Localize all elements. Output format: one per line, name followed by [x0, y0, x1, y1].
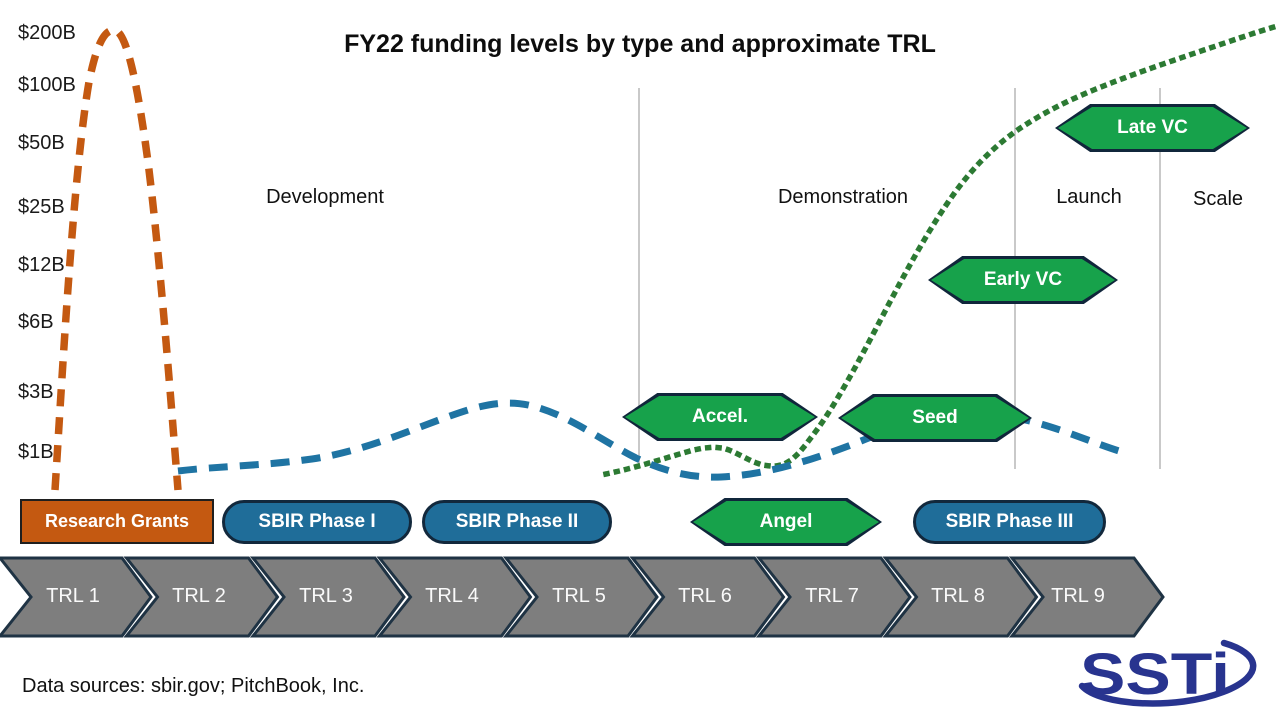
phase-label-development: Development: [266, 186, 384, 208]
phase-label-launch: Launch: [1056, 186, 1122, 208]
chart-title: FY22 funding levels by type and approxim…: [344, 30, 936, 58]
badge-angel: Angel: [690, 498, 882, 546]
trl-arrow-2: [123, 556, 280, 638]
badge-seed-label: Seed: [912, 407, 958, 428]
badge-accel-fill: [625, 396, 815, 438]
y-axis-label-200b: $200B: [18, 22, 76, 44]
phase-label-demonstration: Demonstration: [777, 186, 909, 208]
venture-capital-curve: [602, 22, 1280, 478]
trl-arrow-6: [629, 556, 786, 638]
trl-arrow-4: [376, 556, 533, 638]
research-grants-curve: [51, 26, 182, 491]
badge-seed-fill: [841, 397, 1029, 439]
trl-label-7: TRL 7: [805, 585, 859, 607]
badge-early-vc-label: Early VC: [983, 269, 1063, 290]
badge-angel-label: Angel: [759, 511, 813, 532]
y-axis-label-6b: $6B: [18, 311, 54, 333]
y-axis-label-50b: $50B: [18, 132, 65, 154]
trl-label-6: TRL 6: [678, 585, 732, 607]
badge-sbir-phase-3: SBIR Phase III: [913, 500, 1106, 544]
badge-early-vc: Early VC: [928, 256, 1118, 304]
trl-arrow-7: [755, 556, 912, 638]
trl-label-3: TRL 3: [299, 585, 353, 607]
y-axis-label-12b: $12B: [18, 254, 65, 276]
badge-late-vc-label: Late VC: [1117, 117, 1188, 138]
y-axis-label-100b: $100B: [18, 74, 76, 96]
badge-sbir-phase-3-label: SBIR Phase III: [945, 511, 1074, 532]
ssti-logo-swoosh: [1078, 639, 1257, 707]
badge-accel-label: Accel.: [692, 406, 748, 427]
badge-late-vc: Late VC: [1055, 104, 1250, 152]
y-axis-label-1b: $1B: [18, 441, 54, 463]
trl-arrow-1: [0, 556, 153, 638]
trl-arrow-row: [0, 556, 1165, 638]
trl-label-2: TRL 2: [172, 585, 226, 607]
y-axis-label-25b: $25B: [18, 196, 65, 218]
badge-sbir-phase-2: SBIR Phase II: [422, 500, 612, 544]
trl-arrow-3: [249, 556, 406, 638]
data-sources-note: Data sources: sbir.gov; PitchBook, Inc.: [22, 675, 365, 697]
ssti-logo: SSTi: [1078, 639, 1257, 707]
trl-arrow-5: [502, 556, 659, 638]
badge-seed: Seed: [838, 394, 1032, 442]
badge-early-vc-fill: [931, 259, 1115, 301]
trl-label-8: TRL 8: [931, 585, 985, 607]
y-axis-label-3b: $3B: [18, 381, 54, 403]
phase-label-scale: Scale: [1192, 188, 1244, 210]
badge-angel-fill: [693, 501, 879, 543]
badge-sbir-phase-1-label: SBIR Phase I: [258, 511, 376, 532]
trl-label-1: TRL 1: [46, 585, 100, 607]
trl-label-5: TRL 5: [552, 585, 606, 607]
trl-arrow-8: [882, 556, 1039, 638]
badge-research-grants-label: Research Grants: [44, 511, 190, 531]
badge-sbir-phase-1: SBIR Phase I: [222, 500, 412, 544]
badge-research-grants: Research Grants: [20, 499, 214, 544]
trl-arrow-9: [1008, 556, 1165, 638]
ssti-logo-text: SSTi: [1080, 642, 1230, 707]
badge-accel: Accel.: [622, 393, 818, 441]
trl-label-9: TRL 9: [1051, 585, 1105, 607]
badge-late-vc-fill: [1058, 107, 1247, 149]
trl-label-4: TRL 4: [425, 585, 479, 607]
badge-sbir-phase-2-label: SBIR Phase II: [455, 511, 579, 532]
